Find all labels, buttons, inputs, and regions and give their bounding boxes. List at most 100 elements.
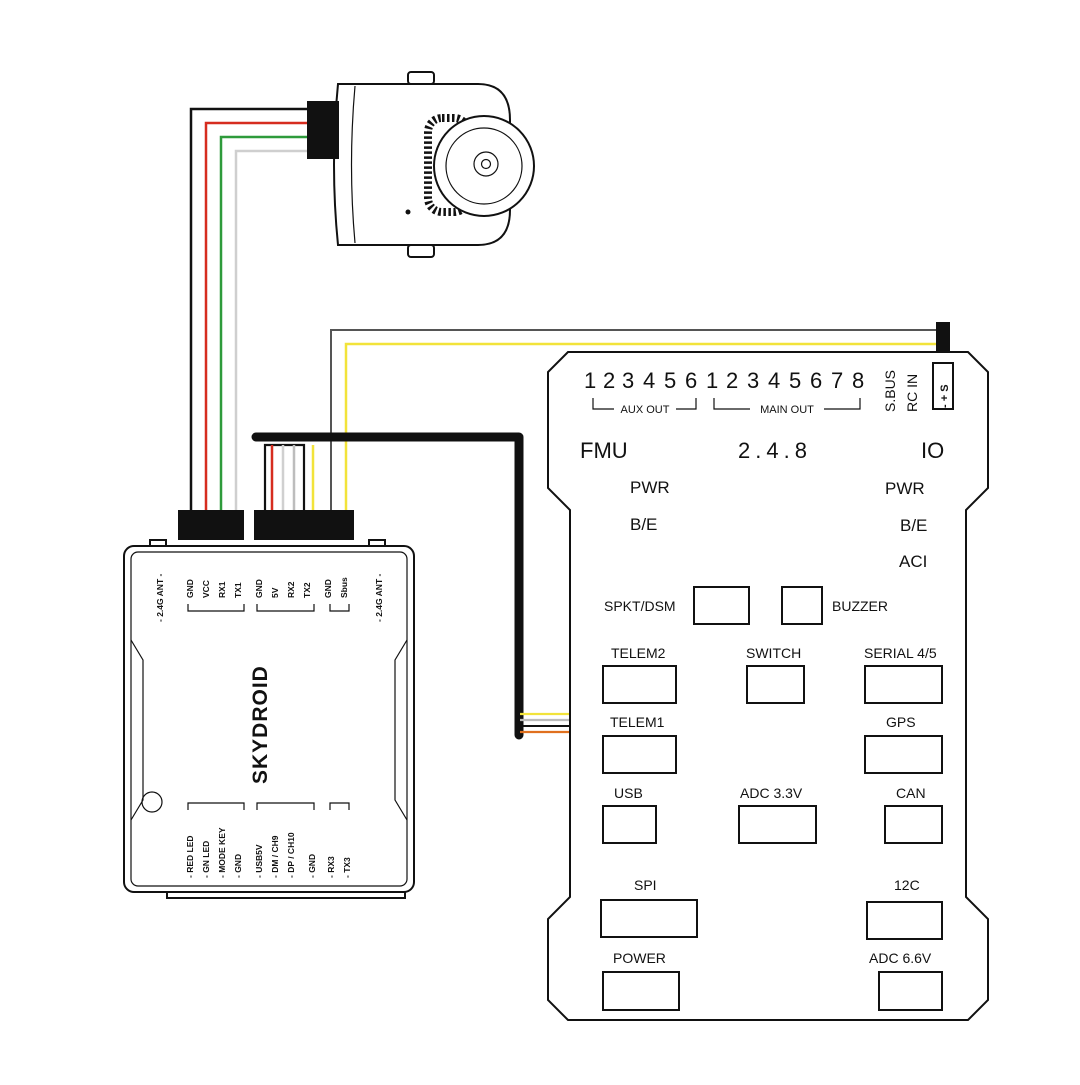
receiver-body — [123, 545, 415, 893]
top-pin-bracket-2 — [256, 604, 315, 612]
camera-lens-outer — [433, 115, 535, 217]
top-pin-gnd-1: GND — [185, 579, 195, 598]
main-pin-1: 1 — [706, 368, 718, 393]
receiver-bottom-pins: - RED LED - GN LED - MODE KEY - GND - US… — [185, 827, 352, 878]
bottom-pin-bracket-1 — [187, 802, 245, 810]
camera-wire-green — [219, 135, 307, 512]
camera-wire-black — [189, 107, 307, 512]
main-pin-2: 2 — [726, 368, 738, 393]
camera-cable — [189, 107, 307, 512]
camera-indicator-dot — [405, 209, 411, 215]
bottom-pin-usb5v: - USB5V — [254, 844, 264, 878]
spi-label: SPI — [634, 877, 657, 893]
fmu-label: FMU — [580, 438, 628, 463]
serial45-port — [864, 665, 943, 704]
power-label: POWER — [613, 950, 666, 966]
usb-port — [602, 805, 657, 844]
adc66-label: ADC 6.6V — [869, 950, 932, 966]
rc-in-port — [932, 362, 954, 410]
camera-bottom-mount — [407, 244, 435, 258]
top-pin-rx2: RX2 — [286, 581, 296, 598]
bottom-pin-mode-key: - MODE KEY — [217, 827, 227, 878]
top-pin-sbus: Sbus — [339, 577, 349, 598]
version-label: 2.4.8 — [738, 438, 812, 463]
bottom-pin-gn-led: - GN LED — [201, 841, 211, 878]
receiver-top-pins: GND VCC RX1 TX1 GND 5V RX2 TX2 GND Sbus — [185, 577, 349, 598]
pwr-right-label: PWR — [885, 479, 925, 498]
switch-port — [746, 665, 805, 704]
sbus-label: S.BUS — [882, 370, 898, 412]
camera-wire-white — [234, 149, 307, 512]
bottom-pin-dp-ch10: - DP / CH10 — [286, 832, 296, 878]
adc33-label: ADC 3.3V — [740, 785, 803, 801]
receiver-fc-plug — [254, 510, 354, 540]
telem1-port — [602, 735, 677, 774]
serial45-label: SERIAL 4/5 — [864, 645, 937, 661]
sbus-wire-yellow — [344, 342, 938, 512]
adc33-port — [738, 805, 817, 844]
aux-out-bracket — [592, 398, 614, 410]
telem2-label: TELEM2 — [611, 645, 666, 661]
camera-lens-mid — [445, 127, 523, 205]
antenna-right-label: - 2.4G ANT - — [374, 574, 384, 622]
aci-label: ACI — [899, 552, 927, 571]
spkt-dsm-port — [693, 586, 750, 625]
pwr-left-label: PWR — [630, 478, 670, 497]
camera-lens-inner — [473, 151, 499, 177]
skydroid-receiver: - 2.4G ANT - - 2.4G ANT - GND VCC RX1 TX… — [123, 510, 415, 899]
top-pin-bracket-3 — [329, 604, 350, 612]
sbus-wire-gray — [330, 329, 938, 512]
can-label: CAN — [896, 785, 926, 801]
telem1-label: TELEM1 — [610, 714, 665, 730]
main-pin-5: 5 — [789, 368, 801, 393]
receiver-camera-plug — [178, 510, 244, 540]
main-pin-4: 4 — [768, 368, 780, 393]
camera-connector — [307, 101, 339, 159]
camera-wire-red — [204, 121, 307, 512]
buzzer-label: BUZZER — [832, 598, 888, 614]
main-pin-7: 7 — [831, 368, 843, 393]
rc-in-pins: - + S — [939, 384, 951, 408]
camera-lens-center — [480, 158, 492, 170]
top-pin-tx1: TX1 — [233, 582, 243, 598]
top-pin-tx2: TX2 — [302, 582, 312, 598]
telem-sleeve — [251, 432, 524, 740]
aux-out-label: AUX OUT — [621, 404, 670, 416]
top-pin-gnd-3: GND — [323, 579, 333, 598]
adc66-port — [878, 971, 943, 1011]
be-right-label: B/E — [900, 516, 927, 535]
aux-pin-5: 5 — [664, 368, 676, 393]
receiver-right-rail — [394, 639, 408, 821]
aux-pin-2: 2 — [603, 368, 615, 393]
main-out-bracket — [713, 398, 750, 410]
switch-label: SWITCH — [746, 645, 801, 661]
camera — [307, 71, 535, 258]
aux-pin-4: 4 — [643, 368, 655, 393]
flight-controller: 1 2 3 4 5 6 1 2 3 4 5 6 7 8 AUX OUT MAIN… — [547, 351, 989, 1021]
main-pin-3: 3 — [747, 368, 759, 393]
receiver-inner-border — [130, 551, 408, 887]
can-port — [884, 805, 943, 844]
power-port — [602, 971, 680, 1011]
bottom-pin-tx3: - TX3 — [342, 857, 352, 878]
aux-pin-3: 3 — [622, 368, 634, 393]
camera-top-mount — [407, 71, 435, 85]
sbus-cable — [330, 322, 950, 512]
i2c-label: 12C — [894, 877, 920, 893]
gps-port — [864, 735, 943, 774]
gps-label: GPS — [886, 714, 916, 730]
bottom-pin-bracket-2 — [256, 802, 315, 810]
bottom-pin-rx3: - RX3 — [326, 856, 336, 878]
main-out-bracket-right — [824, 398, 861, 410]
bottom-pin-red-led: - RED LED — [185, 836, 195, 879]
main-pin-8: 8 — [852, 368, 864, 393]
rc-in-label: RC IN — [904, 374, 920, 412]
usb-label: USB — [614, 785, 643, 801]
bottom-pin-bracket-3 — [329, 802, 350, 810]
top-pin-5v: 5V — [270, 587, 280, 598]
telem-wire-black — [263, 443, 306, 512]
rc-in-plug — [936, 322, 950, 352]
aux-out-numbers: 1 2 3 4 5 6 — [584, 368, 697, 393]
top-pin-vcc: VCC — [201, 580, 211, 598]
